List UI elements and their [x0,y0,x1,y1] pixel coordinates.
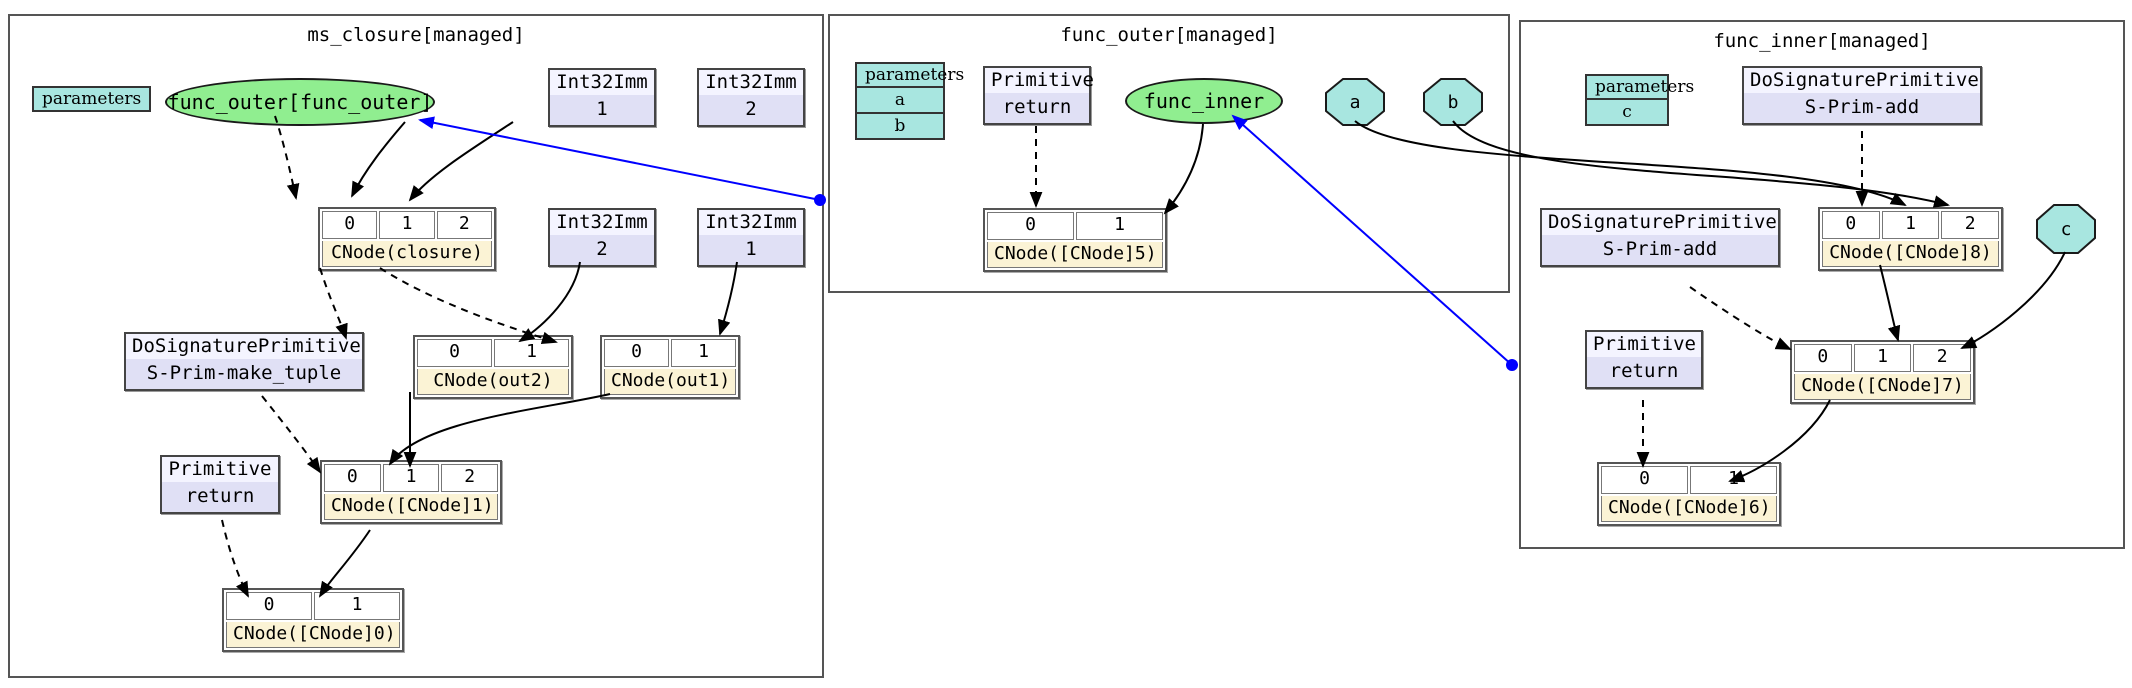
node-int32imm-3: Int32Imm 2 [548,208,656,267]
node-prim-add-top: DoSignaturePrimitive S-Prim-add [1742,66,1982,125]
octagon-c-label: c [2060,218,2072,240]
cnode-8-port-0[interactable]: 0 [1822,211,1880,239]
blue-edge-endpoint-2 [1506,359,1518,371]
cnode-8-label: CNode([CNode]8) [1822,240,1999,268]
parameter-row-a: a [857,88,943,114]
cluster-ms-closure: ms_closure[managed] [8,14,824,678]
func-outer-parameters: parameters a b [855,62,964,140]
cnode-0-port-1[interactable]: 1 [314,592,400,620]
cluster-func-inner: func_inner[managed] [1519,20,2125,549]
prim-add-top-value: S-Prim-add [1744,92,1980,123]
cnode-6-port-1[interactable]: 1 [1690,466,1777,494]
int32imm-2-value: 2 [699,94,803,125]
node-cnode-6[interactable]: 0 1 CNode([CNode]6) [1597,462,1781,527]
cnode-closure-port-0[interactable]: 0 [322,211,378,239]
cluster-title-func-inner: func_inner[managed] [1713,30,1931,52]
cnode-closure-label: CNode(closure) [322,240,492,268]
int32imm-1-value: 1 [550,94,654,125]
cnode-5-port-1[interactable]: 1 [1076,212,1163,240]
node-int32imm-2: Int32Imm 2 [697,68,805,127]
node-cnode-0[interactable]: 0 1 CNode([CNode]0) [222,588,404,653]
prim-return-func-outer-type: Primitive [985,68,1094,93]
cnode-1-port-0[interactable]: 0 [324,464,381,492]
int32imm-1-type: Int32Imm [550,70,654,95]
node-cnode-out2[interactable]: 0 1 CNode(out2) [413,335,573,400]
node-int32imm-4: Int32Imm 1 [697,208,805,267]
func-outer-ellipse-label: func_outer[func_outer] [165,78,435,126]
cnode-out2-port-1[interactable]: 1 [494,339,569,367]
cnode-1-port-2[interactable]: 2 [441,464,499,492]
prim-add-top-type: DoSignaturePrimitive [1744,68,1980,93]
cnode-8-port-2[interactable]: 2 [1941,211,2000,239]
int32imm-2-type: Int32Imm [699,70,803,95]
int32imm-4-type: Int32Imm [699,210,803,235]
cnode-8-port-1[interactable]: 1 [1881,211,1940,239]
parameters-header-func-outer: parameters [857,64,964,88]
cluster-title-ms-closure: ms_closure[managed] [307,24,525,46]
cnode-0-label: CNode([CNode]0) [226,621,400,649]
node-prim-return-func-inner: Primitive return [1585,330,1703,389]
cnode-out2-label: CNode(out2) [417,368,569,396]
cnode-closure-port-2[interactable]: 2 [436,211,492,239]
func-inner-parameters: parameters c [1585,74,1694,126]
node-cnode-out1[interactable]: 0 1 CNode(out1) [600,335,740,400]
prim-return-func-inner-type: Primitive [1587,332,1701,357]
node-octagon-c[interactable]: c [2036,204,2096,254]
cnode-out2-port-0[interactable]: 0 [417,339,492,367]
parameter-row-c: c [1587,100,1667,124]
cluster-title-func-outer: func_outer[managed] [1060,24,1278,46]
cnode-out1-port-1[interactable]: 1 [671,339,736,367]
cnode-7-port-1[interactable]: 1 [1853,344,1912,372]
octagon-b-label: b [1447,91,1459,113]
cluster-func-outer: func_outer[managed] [828,14,1510,293]
node-func-outer-ellipse[interactable]: func_outer[func_outer] [165,78,435,126]
cnode-1-label: CNode([CNode]1) [324,493,498,521]
cnode-6-label: CNode([CNode]6) [1601,495,1777,523]
cnode-5-port-0[interactable]: 0 [987,212,1074,240]
cnode-7-port-0[interactable]: 0 [1794,344,1852,372]
int32imm-3-type: Int32Imm [550,210,654,235]
parameters-header: parameters [34,88,150,110]
node-cnode-5[interactable]: 0 1 CNode([CNode]5) [983,208,1167,273]
node-int32imm-1: Int32Imm 1 [548,68,656,127]
node-cnode-7[interactable]: 0 1 2 CNode([CNode]7) [1790,340,1975,405]
cnode-closure-port-1[interactable]: 1 [379,211,435,239]
prim-return-ms-closure-value: return [162,481,278,512]
node-prim-add-left: DoSignaturePrimitive S-Prim-add [1540,208,1780,267]
node-cnode-closure[interactable]: 0 1 2 CNode(closure) [318,207,496,272]
cnode-5-label: CNode([CNode]5) [987,241,1163,269]
node-octagon-b[interactable]: b [1423,78,1483,126]
parameters-table: parameters [32,86,152,112]
int32imm-3-value: 2 [550,234,654,265]
cnode-7-label: CNode([CNode]7) [1794,373,1971,401]
cnode-7-port-2[interactable]: 2 [1913,344,1972,372]
ms-closure-parameters: parameters [32,86,152,112]
prim-return-func-inner-value: return [1587,356,1701,387]
node-octagon-a[interactable]: a [1325,78,1385,126]
prim-add-left-value: S-Prim-add [1542,234,1778,265]
cnode-out1-port-0[interactable]: 0 [604,339,669,367]
node-prim-return-ms-closure: Primitive return [160,455,280,514]
node-func-inner-ellipse[interactable]: func_inner [1125,78,1283,124]
parameters-table-func-outer: parameters a b [855,62,964,140]
prim-make-tuple-value: S-Prim-make_tuple [126,358,362,389]
func-inner-ellipse-label: func_inner [1125,78,1283,124]
octagon-a-label: a [1349,91,1361,113]
node-cnode-1[interactable]: 0 1 2 CNode([CNode]1) [320,460,502,525]
cnode-0-port-0[interactable]: 0 [226,592,312,620]
cnode-6-port-0[interactable]: 0 [1601,466,1688,494]
int32imm-4-value: 1 [699,234,803,265]
parameter-row-b: b [857,114,943,138]
node-prim-make-tuple: DoSignaturePrimitive S-Prim-make_tuple [124,332,364,391]
cnode-out1-label: CNode(out1) [604,368,736,396]
cnode-1-port-1[interactable]: 1 [382,464,440,492]
prim-make-tuple-type: DoSignaturePrimitive [126,334,362,359]
prim-return-func-outer-value: return [985,92,1089,123]
parameters-table-func-inner: parameters c [1585,74,1694,126]
prim-return-ms-closure-type: Primitive [162,457,278,482]
parameters-header-func-inner: parameters [1587,76,1694,100]
prim-add-left-type: DoSignaturePrimitive [1542,210,1778,235]
node-prim-return-func-outer: Primitive return [983,66,1094,125]
node-cnode-8[interactable]: 0 1 2 CNode([CNode]8) [1818,207,2003,272]
